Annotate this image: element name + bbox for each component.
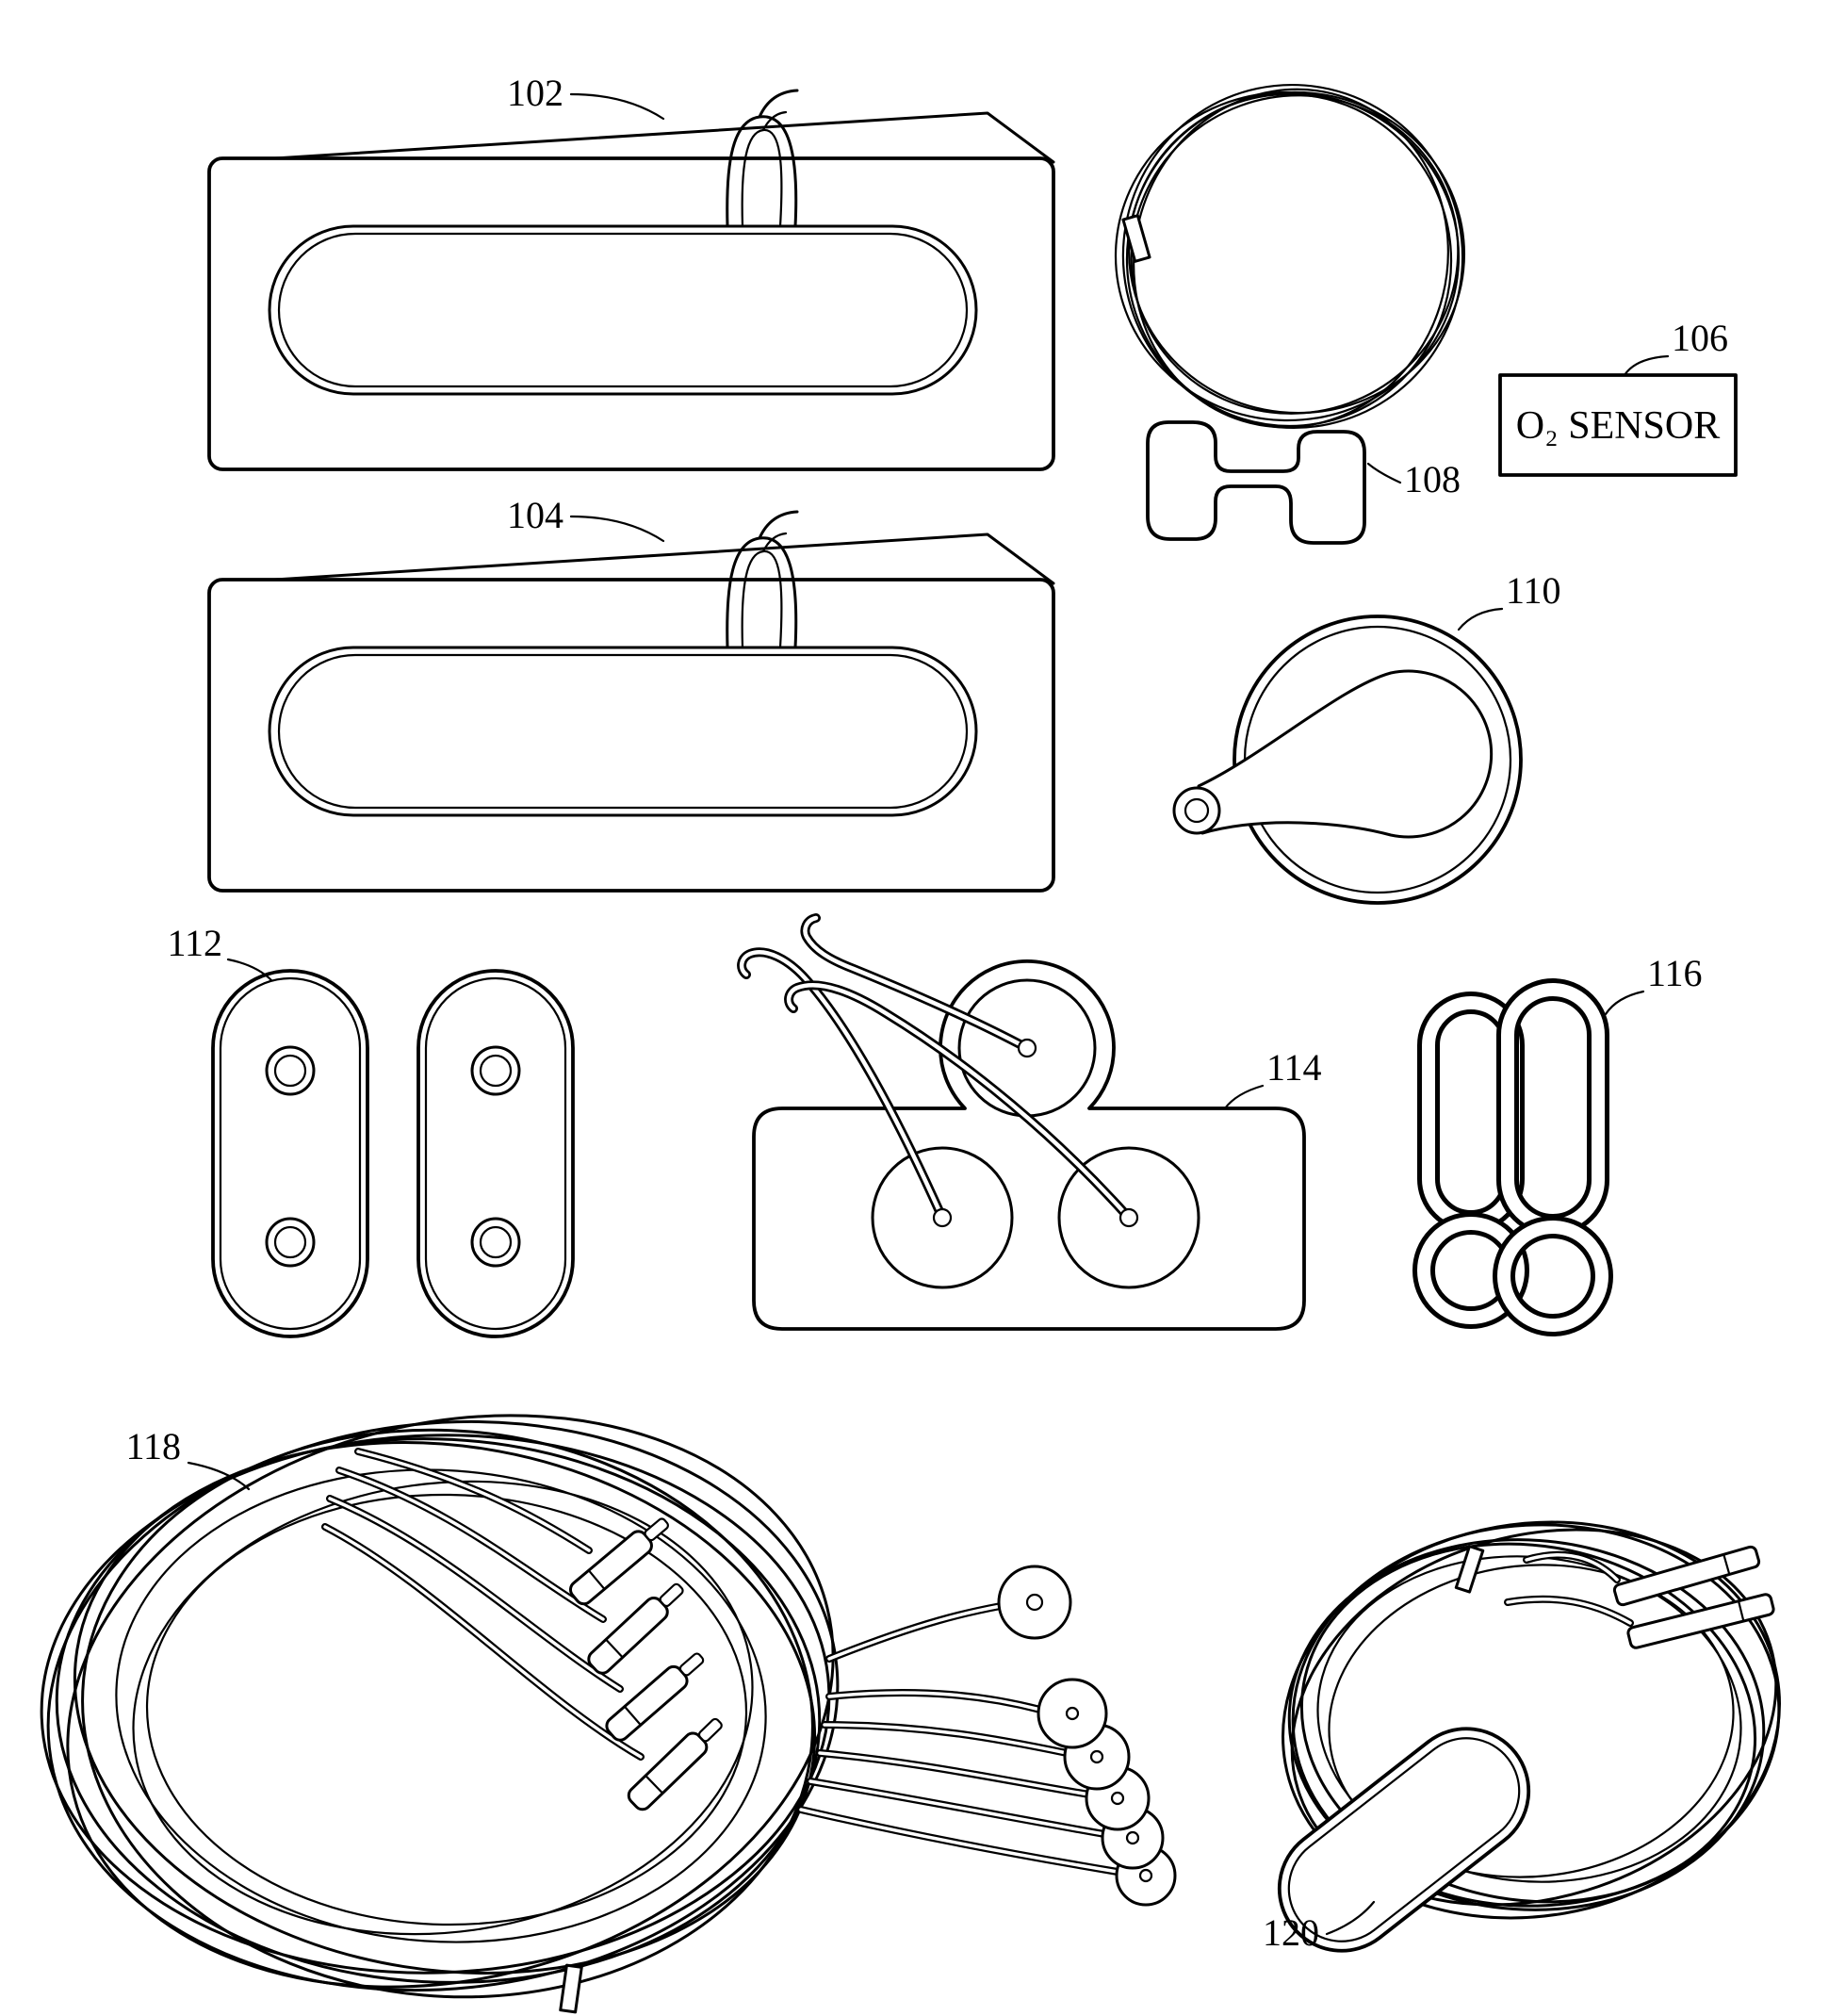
electrode-tab	[1197, 669, 1494, 839]
pin-plug	[624, 1711, 729, 1814]
ref-label-116: 116	[1647, 952, 1703, 994]
coil-strand	[1127, 90, 1466, 415]
blade-wire-core	[1525, 1552, 1619, 1582]
coil-strand	[1299, 1542, 1757, 1904]
snap-electrode-dot	[1089, 1749, 1104, 1764]
coil-strand	[1130, 94, 1460, 415]
snap-wire	[825, 1602, 1004, 1663]
coil-strand	[73, 1441, 817, 1975]
ref-label-104: 104	[507, 494, 563, 536]
pad-hole-inner	[273, 1054, 307, 1088]
blade-connector	[1625, 1591, 1776, 1651]
capsule-inner	[1287, 1737, 1521, 1942]
ref-label-120: 120	[1263, 1911, 1319, 1954]
leader-114	[1223, 1084, 1265, 1110]
lead-wire-core	[803, 915, 1030, 1051]
pad-hole	[470, 1045, 521, 1096]
bulb-right-core	[1497, 1221, 1608, 1332]
electrode-110	[1172, 615, 1523, 905]
snap-dot	[1017, 1038, 1037, 1058]
plug-wire-core	[323, 1525, 643, 1759]
plug-wire-core	[328, 1497, 622, 1691]
pad-pair-112	[211, 969, 575, 1338]
cable-assembly-120	[1277, 1520, 1781, 1953]
ref-label-102: 102	[507, 72, 563, 114]
pad-right-outer	[416, 969, 575, 1338]
pad-hole-inner	[479, 1054, 513, 1088]
coil-strand	[40, 1434, 831, 1975]
coil-strand	[1133, 88, 1449, 429]
cable-assembly-118	[40, 1414, 1177, 2014]
coil-strand	[1287, 1538, 1766, 1911]
leader-104	[569, 515, 665, 543]
pad-left-outer	[211, 969, 369, 1338]
snap-wire-core	[808, 1779, 1106, 1836]
electrode-pad-114	[737, 913, 1306, 1331]
blade-wire-core	[1506, 1598, 1632, 1625]
pad-hole-inner	[479, 1225, 513, 1259]
ref-label-110: 110	[1506, 569, 1561, 612]
leader-116	[1604, 990, 1645, 1016]
cable-coil-108	[1114, 83, 1466, 545]
capsule-outer	[1277, 1727, 1531, 1953]
coil-strand	[145, 1493, 748, 1926]
snap-wire-core	[799, 1808, 1119, 1874]
snap-dot	[1118, 1207, 1139, 1228]
coil-strand	[1328, 1564, 1735, 1878]
ref-label-112: 112	[167, 922, 222, 964]
coil-band-clip	[1121, 214, 1151, 263]
snap-wire-core	[818, 1751, 1091, 1796]
leader-108	[1366, 462, 1402, 484]
snap-wire-core	[827, 1604, 1003, 1661]
bulb-left-core	[1417, 1217, 1525, 1324]
coil-strand	[1290, 1528, 1778, 1907]
butterfly-connector	[1146, 420, 1366, 545]
loop-clips-116	[1412, 978, 1613, 1336]
snap-dot	[932, 1207, 953, 1228]
snap-wire-core	[823, 1723, 1069, 1755]
sensor-box-106: O₂ SENSOR	[1498, 373, 1738, 477]
snap-electrode-dot	[1110, 1791, 1125, 1806]
snap-stud-inner	[1184, 797, 1210, 824]
sensor-box-outline	[1498, 373, 1738, 477]
sensor-box-text: O₂ SENSOR	[1516, 404, 1721, 448]
ref-label-114: 114	[1266, 1046, 1322, 1089]
coil-strand	[81, 1428, 814, 1999]
packet-104	[207, 510, 1055, 893]
plug-wire-core	[337, 1468, 605, 1621]
cable-band-clip	[559, 1963, 583, 2014]
leader-118	[187, 1461, 251, 1491]
ref-label-118: 118	[125, 1425, 181, 1467]
snap-electrode-dot	[1138, 1868, 1153, 1883]
ref-label-106: 106	[1672, 317, 1728, 359]
leader-120	[1325, 1900, 1376, 1936]
packet-102	[207, 89, 1055, 471]
pad-hole	[470, 1217, 521, 1268]
coil-strand	[1121, 83, 1464, 430]
snap-wire	[821, 1721, 1070, 1757]
snap-wire-core	[827, 1691, 1042, 1712]
snap-electrode-dot	[1125, 1830, 1140, 1845]
coil-strand	[1114, 90, 1461, 422]
plug-wire-core	[356, 1450, 591, 1552]
pad-hole-inner	[273, 1225, 307, 1259]
plug-wire	[321, 1523, 645, 1761]
leader-102	[569, 92, 665, 121]
leader-106	[1623, 354, 1670, 377]
snap-electrode-dot	[1065, 1706, 1080, 1721]
pad-hole	[265, 1045, 316, 1096]
cable-band-clip	[1454, 1545, 1485, 1594]
snap-electrode-dot	[1025, 1593, 1044, 1612]
pad-hole	[265, 1217, 316, 1268]
coil-strand	[132, 1480, 754, 1936]
leader-110	[1457, 607, 1504, 631]
leader-112	[226, 958, 273, 982]
pad-left-inner	[219, 976, 362, 1331]
ref-label-108: 108	[1404, 458, 1461, 500]
pad-right-inner	[424, 976, 567, 1331]
capsule-sensor	[1277, 1727, 1531, 1953]
lead-wire-core	[786, 983, 1132, 1221]
coil-strand	[115, 1468, 767, 1943]
